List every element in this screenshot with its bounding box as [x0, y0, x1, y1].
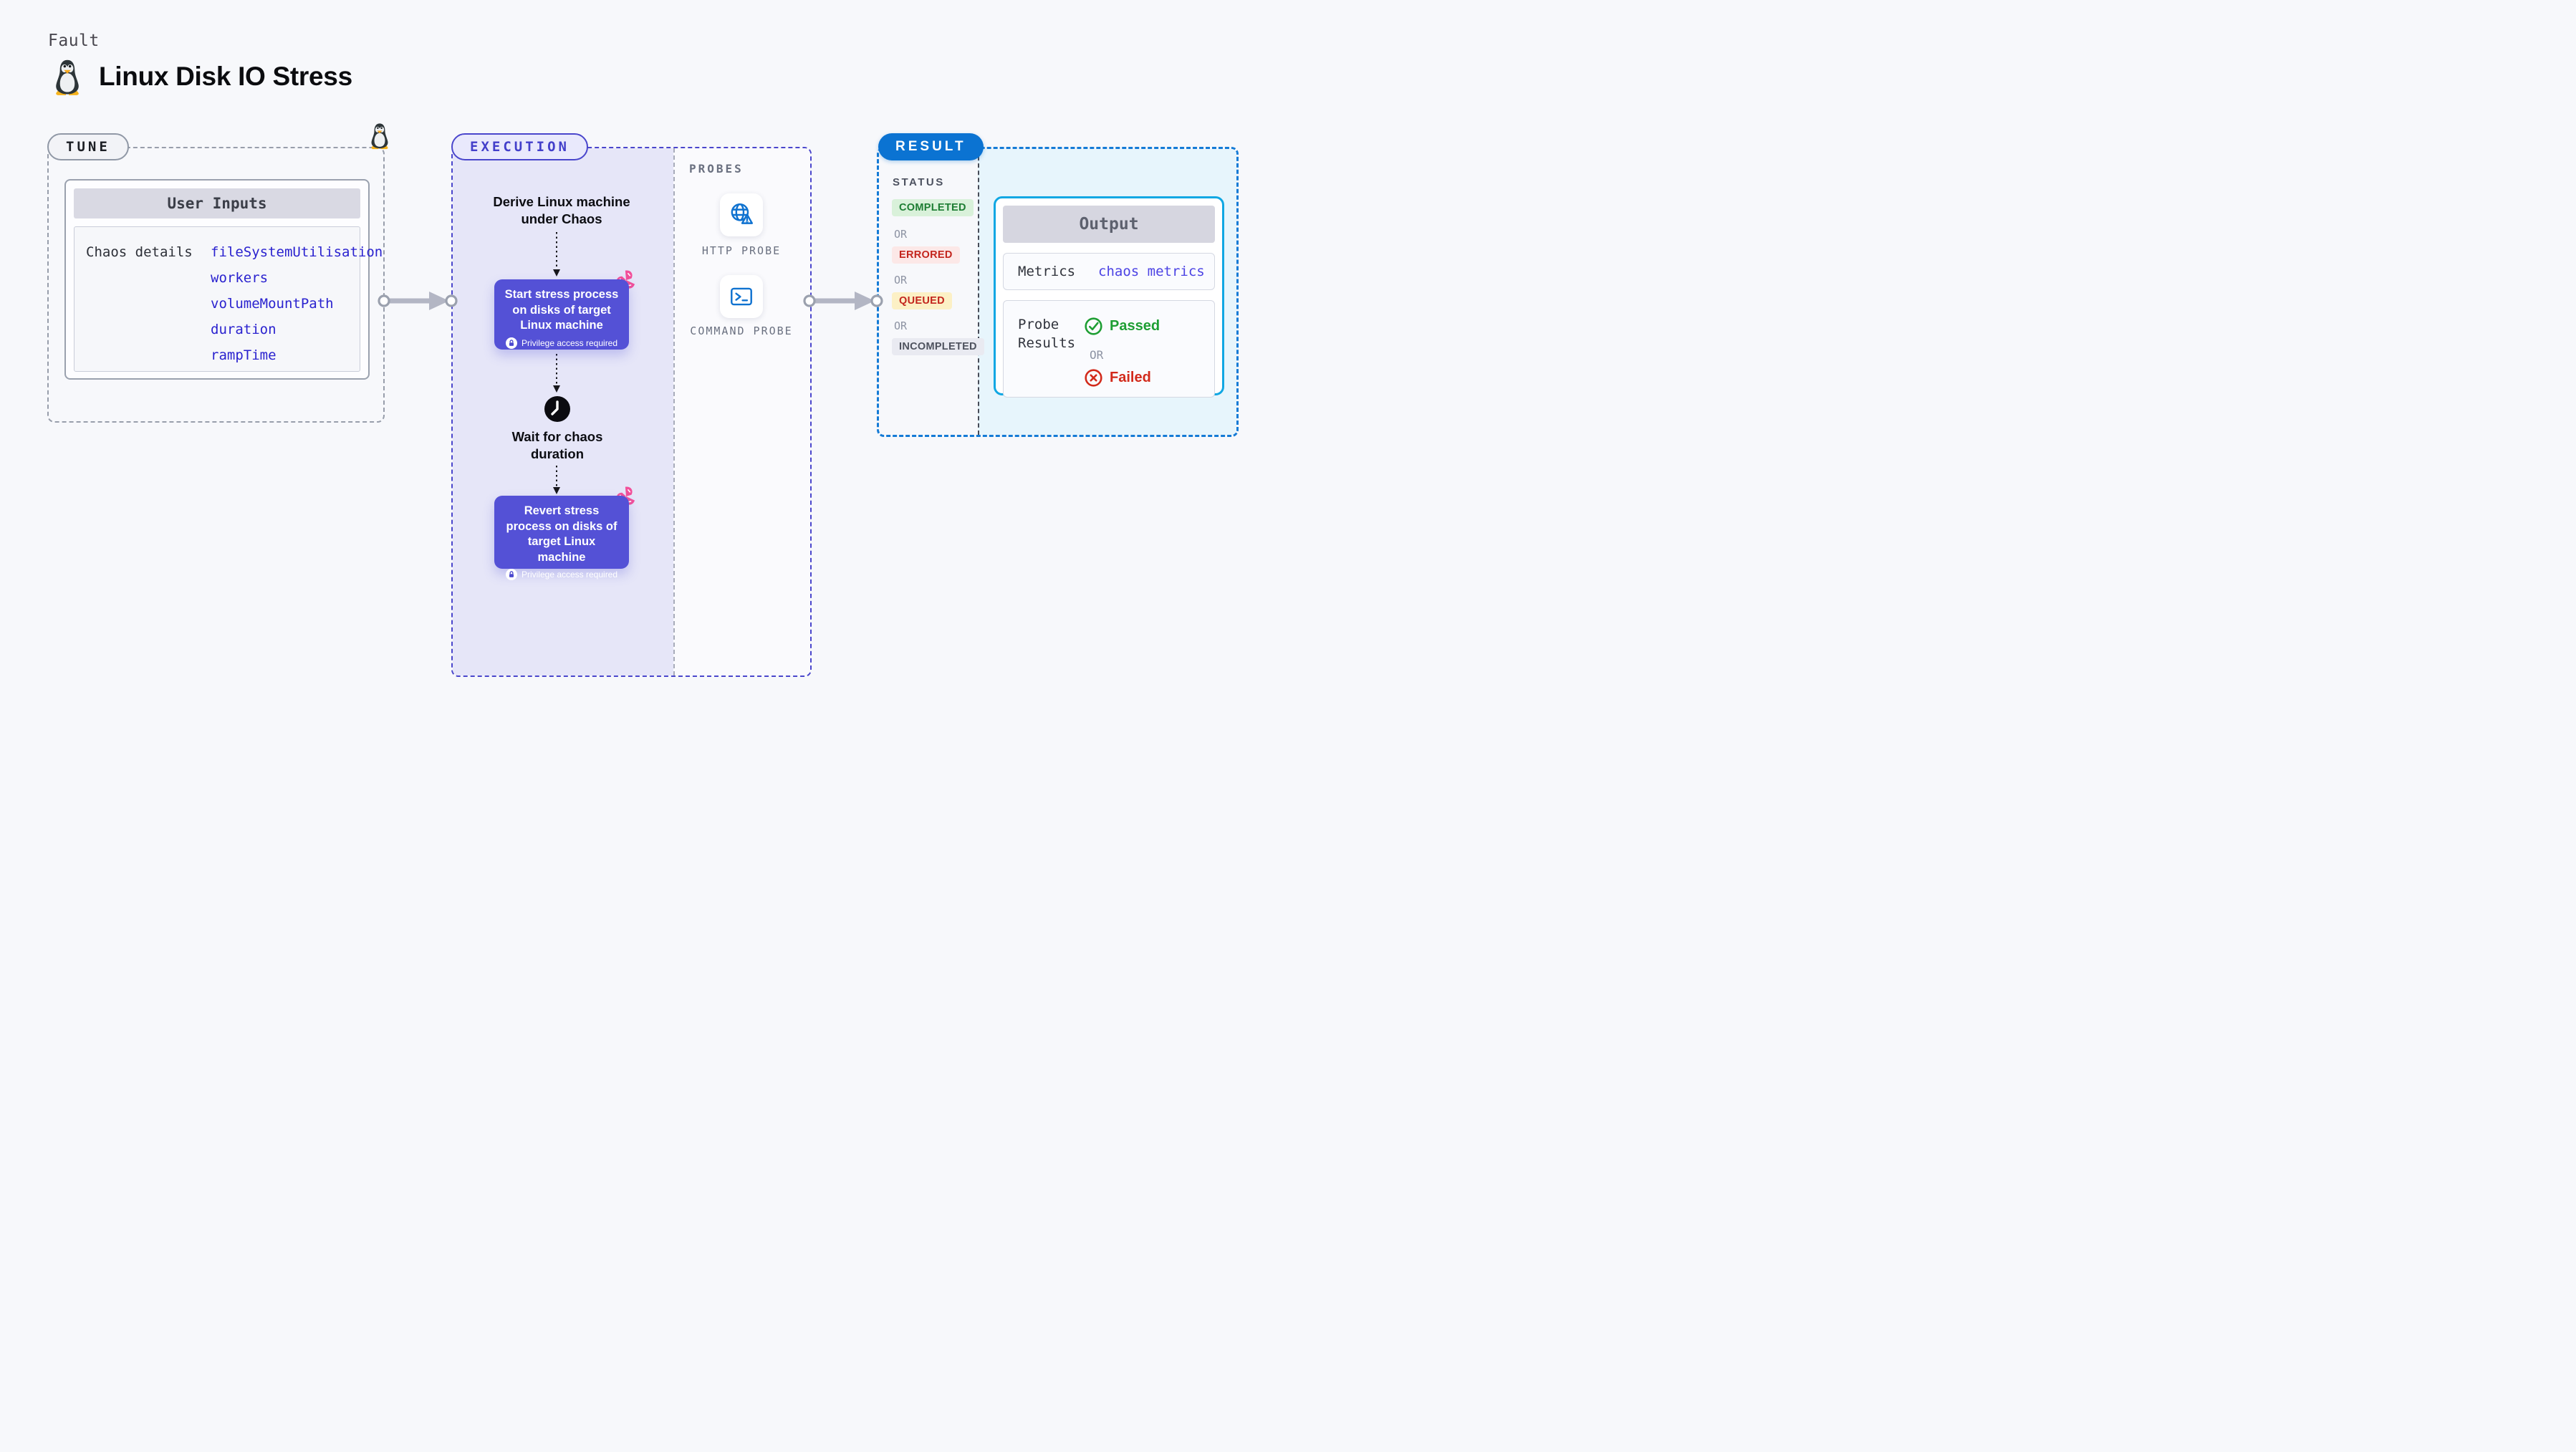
execution-section-pill: EXECUTION: [451, 133, 588, 160]
terminal-icon: [731, 287, 752, 306]
output-header: Output: [1003, 206, 1215, 243]
dotted-arrow-down: [553, 466, 560, 494]
status-or-label: OR: [894, 228, 908, 241]
probes-heading: PROBES: [689, 162, 744, 176]
globe-alert-icon: [731, 203, 753, 224]
status-badge-errored: ERRORED: [892, 246, 960, 264]
http-probe-label: HTTP PROBE: [701, 244, 782, 257]
status-heading: STATUS: [893, 176, 945, 188]
revert-stress-node: Revert stress process on disks of target…: [494, 496, 629, 580]
passed-label: Passed: [1110, 318, 1160, 334]
dotted-arrow-down: [553, 232, 560, 277]
derive-step-heading: Derive Linux machine under Chaos: [493, 194, 630, 226]
metrics-label: Metrics: [1018, 264, 1076, 279]
probe-results-label: Probe Results: [1018, 317, 1076, 351]
revert-stress-node-label: Revert stress process on disks of target…: [506, 504, 617, 564]
start-stress-node-label: Start stress process on disks of target …: [504, 288, 619, 332]
start-stress-node: Start stress process on disks of target …: [494, 279, 629, 350]
page-title: Linux Disk IO Stress: [99, 62, 352, 91]
failed-result: Failed: [1084, 368, 1151, 388]
privilege-note-row: Privilege access required: [505, 569, 618, 580]
wait-step-heading: Wait for chaos duration: [511, 429, 603, 461]
tune-section-pill: TUNE: [47, 133, 129, 160]
passed-result: Passed: [1084, 317, 1160, 336]
probe-results-row: Probe Results Passed OR Failed: [1003, 300, 1215, 398]
arrow-tune-to-execution: [378, 292, 458, 310]
status-badge-completed: COMPLETED: [892, 199, 974, 216]
privilege-note-row: Privilege access required: [505, 337, 618, 349]
status-badge-incompleted: INCOMPLETED: [892, 338, 984, 355]
privilege-note-text: Privilege access required: [521, 337, 618, 348]
user-inputs-header: User Inputs: [74, 188, 360, 218]
input-value: workers: [211, 270, 269, 286]
privilege-note-text: Privilege access required: [521, 569, 618, 580]
input-value: fileSystemUtilisation: [211, 244, 383, 260]
dotted-arrow-down: [553, 354, 560, 393]
fault-diagram-page: Fault Linux Disk IO Stress TUNE User Inp…: [0, 0, 1288, 726]
clock-icon: [544, 396, 570, 422]
metrics-value: chaos metrics: [1098, 264, 1205, 279]
input-value: volumeMountPath: [211, 296, 334, 312]
failed-label: Failed: [1110, 370, 1151, 385]
lock-icon: [505, 569, 517, 580]
result-section-pill: RESULT: [878, 133, 984, 160]
metrics-row: Metrics chaos metrics: [1003, 253, 1215, 290]
input-value: duration: [211, 322, 277, 337]
output-card: Output Metrics chaos metrics Probe Resul…: [994, 196, 1224, 398]
fault-eyebrow: Fault: [48, 32, 100, 50]
chaos-details-label: Chaos details: [86, 244, 193, 260]
check-circle-icon: [1085, 317, 1102, 335]
tux-penguin-icon: [56, 59, 79, 95]
input-value: rampTime: [211, 347, 277, 363]
user-inputs-body: Chaos details fileSystemUtilisation work…: [74, 226, 383, 372]
x-circle-icon: [1085, 369, 1102, 387]
probe-or-label: OR: [1090, 348, 1104, 362]
arrow-execution-to-result: [803, 292, 883, 310]
command-probe-label: COMMAND PROBE: [690, 324, 793, 337]
tune-section-box: [47, 147, 385, 423]
lock-icon: [505, 337, 517, 349]
status-badge-queued: QUEUED: [892, 292, 952, 309]
status-or-label: OR: [894, 319, 908, 332]
status-or-label: OR: [894, 274, 908, 287]
http-probe-card: [720, 193, 763, 236]
user-inputs-card: User Inputs Chaos details fileSystemUtil…: [64, 179, 383, 380]
command-probe-card: [720, 275, 763, 318]
tux-penguin-icon-small: [371, 123, 388, 150]
